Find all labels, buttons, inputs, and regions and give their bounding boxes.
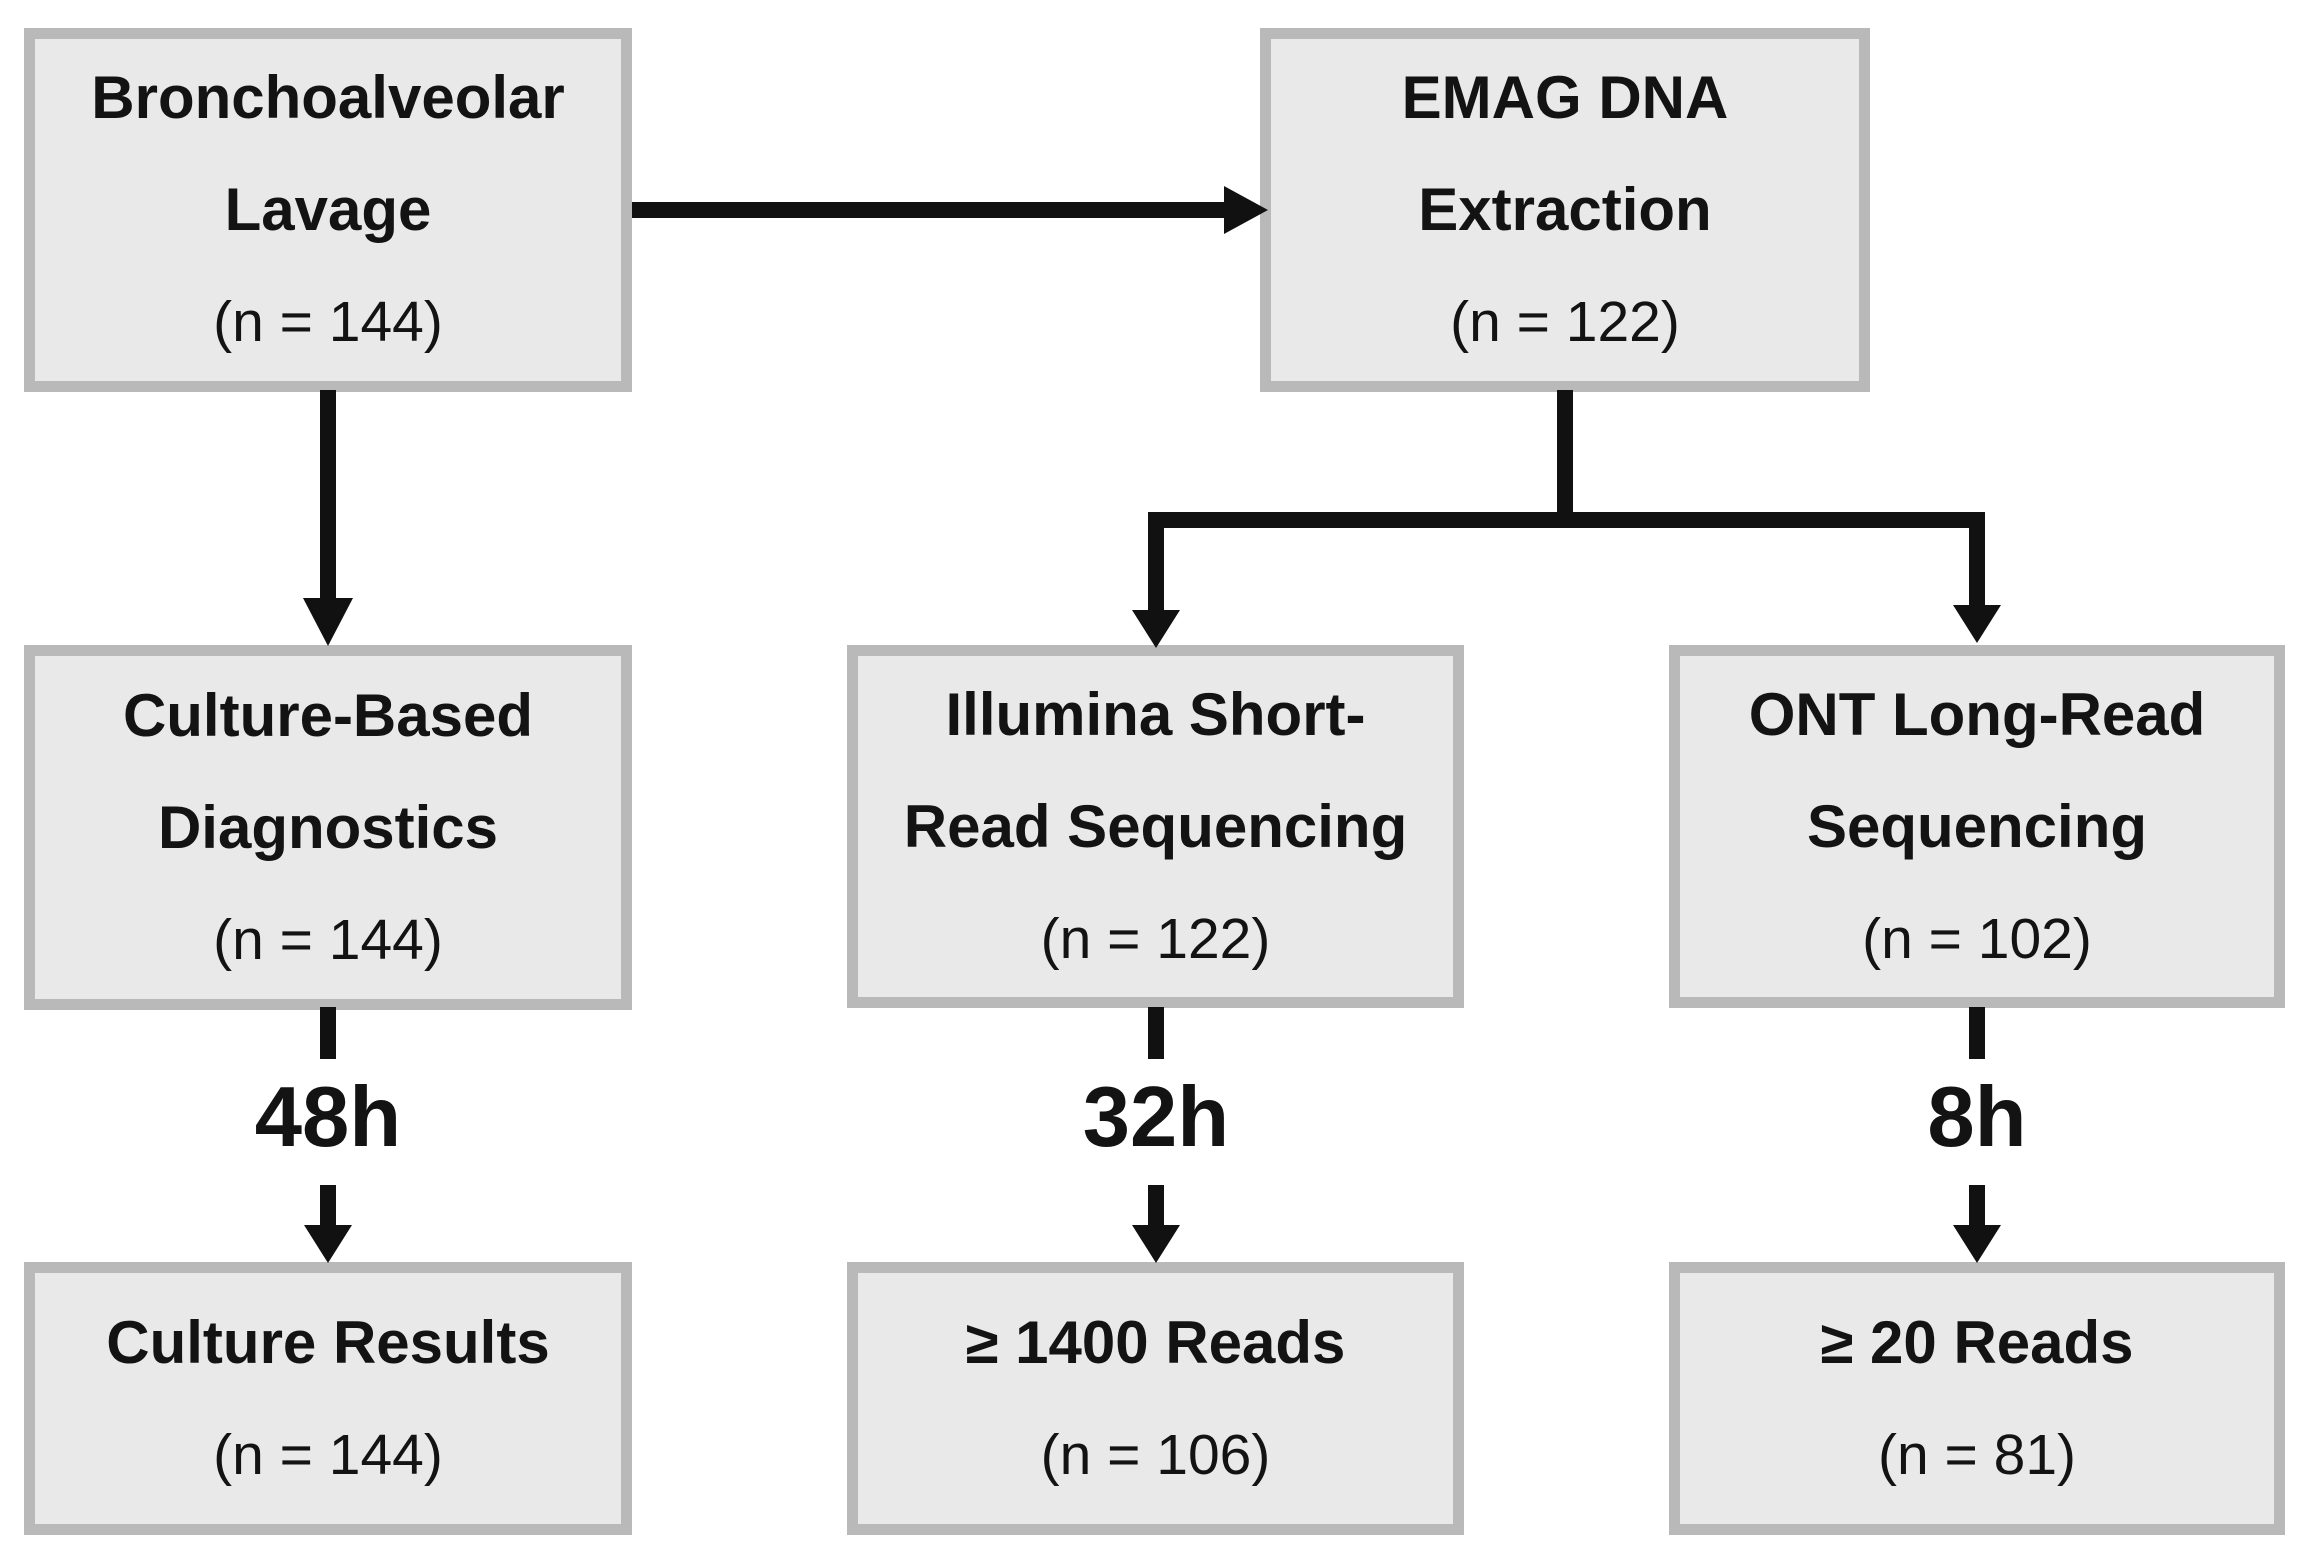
node-title-line: Lavage — [224, 176, 432, 243]
edge-ont-arrow-shaft — [1969, 1185, 1985, 1225]
node-reads-20: ≥ 20 Reads (n = 81) — [1669, 1262, 2285, 1535]
node-title-line: Sequencing — [1806, 792, 2148, 860]
arrowhead-down-icon — [1132, 1225, 1180, 1263]
edge-ont-stub — [1969, 1007, 1985, 1059]
branch-right-drop-shaft — [1969, 512, 1985, 605]
node-title-line: ≥ 20 Reads — [1820, 1308, 2134, 1376]
branch-emag-stem — [1557, 390, 1573, 520]
node-title-line: EMAG DNA — [1401, 64, 1729, 131]
node-count: (n = 102) — [1862, 906, 2092, 971]
node-reads-1400: ≥ 1400 Reads (n = 106) — [847, 1262, 1464, 1535]
node-count: (n = 122) — [1450, 290, 1680, 354]
edge-time-label-8h: 8h — [1927, 1070, 2027, 1165]
node-title-line: Culture-Based — [122, 681, 534, 749]
node-ont-long-read-sequencing: ONT Long-Read Sequencing (n = 102) — [1669, 645, 2285, 1008]
arrowhead-down-icon — [1953, 1225, 2001, 1263]
edge-illumina-arrow-shaft — [1148, 1185, 1164, 1225]
node-count: (n = 81) — [1877, 1422, 2077, 1487]
edge-time-label-48h: 48h — [254, 1070, 402, 1165]
node-count: (n = 144) — [213, 290, 443, 354]
node-title-line: Extraction — [1418, 176, 1712, 243]
arrow-bal-to-culture-shaft — [320, 390, 336, 598]
arrowhead-right-icon — [1224, 186, 1268, 234]
node-title-line: ≥ 1400 Reads — [965, 1308, 1346, 1376]
node-title-line: Culture Results — [106, 1308, 550, 1376]
arrow-bal-to-emag-shaft — [632, 202, 1224, 218]
node-count: (n = 122) — [1040, 906, 1271, 971]
arrowhead-down-icon — [1132, 610, 1180, 648]
node-title-line: Bronchoalveolar — [91, 64, 565, 131]
node-title-line: Read Sequencing — [903, 792, 1408, 860]
node-title-line: Illumina Short- — [945, 680, 1366, 748]
edge-culture-stub — [320, 1007, 336, 1059]
edge-illumina-stub — [1148, 1007, 1164, 1059]
edge-time-label-32h: 32h — [1082, 1070, 1230, 1165]
branch-left-drop-shaft — [1148, 512, 1164, 610]
node-title-line: ONT Long-Read — [1748, 680, 2206, 748]
node-bronchoalveolar-lavage: Bronchoalveolar Lavage (n = 144) — [24, 28, 632, 392]
node-count: (n = 144) — [213, 907, 443, 972]
arrowhead-down-icon — [1953, 605, 2001, 643]
node-count: (n = 144) — [213, 1422, 443, 1487]
node-illumina-short-read-sequencing: Illumina Short- Read Sequencing (n = 122… — [847, 645, 1464, 1008]
node-culture-results: Culture Results (n = 144) — [24, 1262, 632, 1535]
node-culture-based-diagnostics: Culture-Based Diagnostics (n = 144) — [24, 645, 632, 1010]
branch-horizontal-bar — [1148, 512, 1985, 528]
node-count: (n = 106) — [1040, 1422, 1271, 1487]
arrowhead-down-icon — [304, 1225, 352, 1263]
edge-culture-arrow-shaft — [320, 1185, 336, 1225]
node-title-line: Diagnostics — [157, 793, 499, 861]
arrowhead-down-icon — [303, 598, 353, 646]
node-emag-dna-extraction: EMAG DNA Extraction (n = 122) — [1260, 28, 1870, 392]
